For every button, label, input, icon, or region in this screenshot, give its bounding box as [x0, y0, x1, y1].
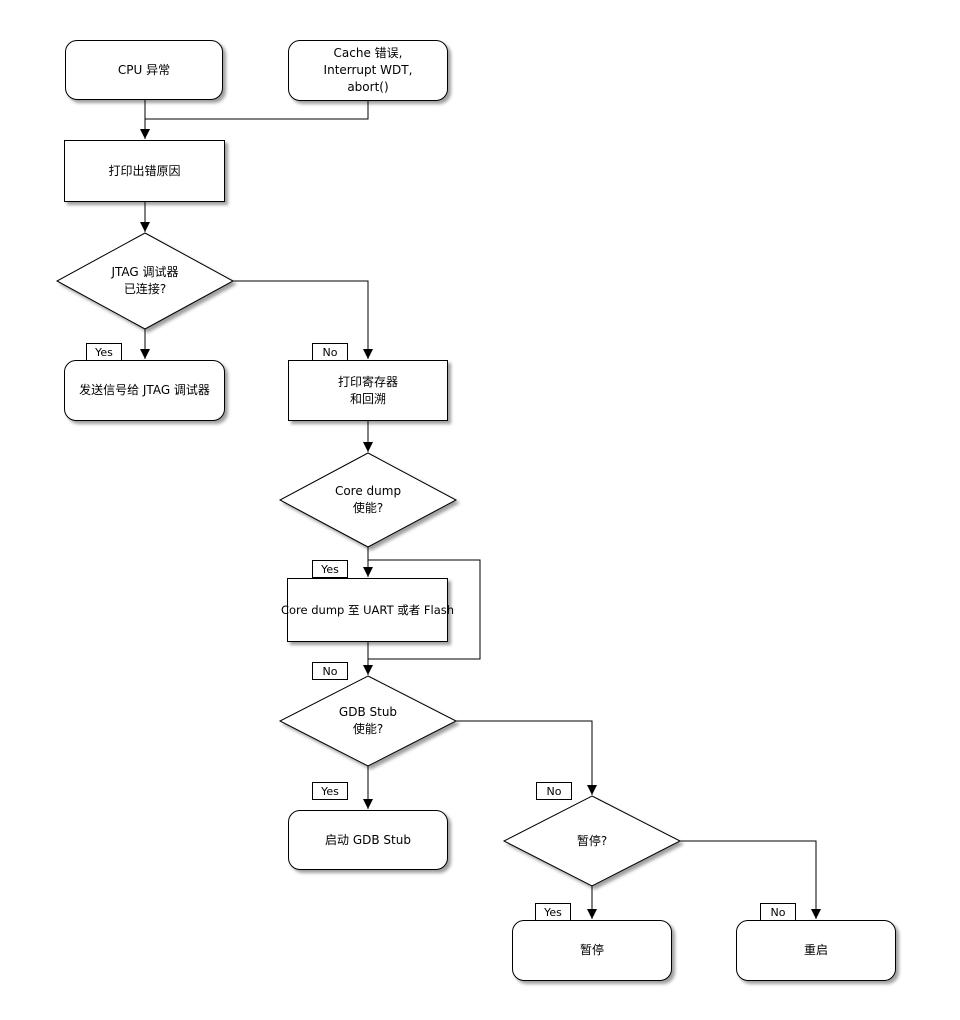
node-label: 打印出错原因: [108, 163, 181, 178]
node-send-signal-jtag: 发送信号给 JTAG 调试器: [64, 360, 225, 421]
decision-diamond-jtag: [55, 232, 235, 330]
edge-label-coredump-yes: Yes: [312, 560, 348, 578]
node-reboot: 重启: [736, 920, 896, 981]
node-label: CPU 异常: [117, 62, 171, 77]
node-label-line: Interrupt WDT,: [323, 63, 413, 77]
node-label: 暂停: [579, 943, 604, 957]
edge-label-gdbstub-no: No: [536, 782, 572, 800]
node-label: 发送信号给 JTAG 调试器: [79, 383, 210, 397]
node-print-registers-backtrace: 打印寄存器 和回溯: [288, 360, 448, 421]
node-halt: 暂停: [512, 920, 672, 981]
node-label-line: 和回溯: [349, 391, 386, 406]
decision-diamond-halt: [502, 795, 682, 887]
node-label-line: Cache 错误,: [333, 46, 403, 60]
node-label-line: 打印寄存器: [337, 374, 398, 389]
decision-diamond-coredump: [278, 452, 458, 548]
node-label: 启动 GDB Stub: [325, 832, 411, 847]
edge-label-jtag-yes: Yes: [86, 343, 122, 361]
decision-diamond-gdbstub: [278, 675, 458, 767]
node-label-line: abort(): [347, 80, 389, 94]
node-start-gdbstub: 启动 GDB Stub: [288, 810, 448, 870]
node-print-error-reason: 打印出错原因: [64, 140, 225, 202]
node-fatal-sources: Cache 错误, Interrupt WDT, abort(): [288, 40, 448, 101]
node-coredump-to-uart-flash: Core dump 至 UART 或者 Flash: [281, 578, 454, 642]
node-label: Core dump 至 UART 或者 Flash: [280, 602, 455, 617]
edge-label-gdbstub-yes: Yes: [312, 782, 348, 800]
edge-label-coredump-no: No: [312, 662, 348, 680]
edge-label-halt-yes: Yes: [535, 903, 571, 921]
node-label: 重启: [803, 943, 828, 957]
edge-label-halt-no: No: [760, 903, 796, 921]
node-cpu-exception: CPU 异常: [65, 40, 223, 100]
edge-label-jtag-no: No: [312, 343, 348, 361]
